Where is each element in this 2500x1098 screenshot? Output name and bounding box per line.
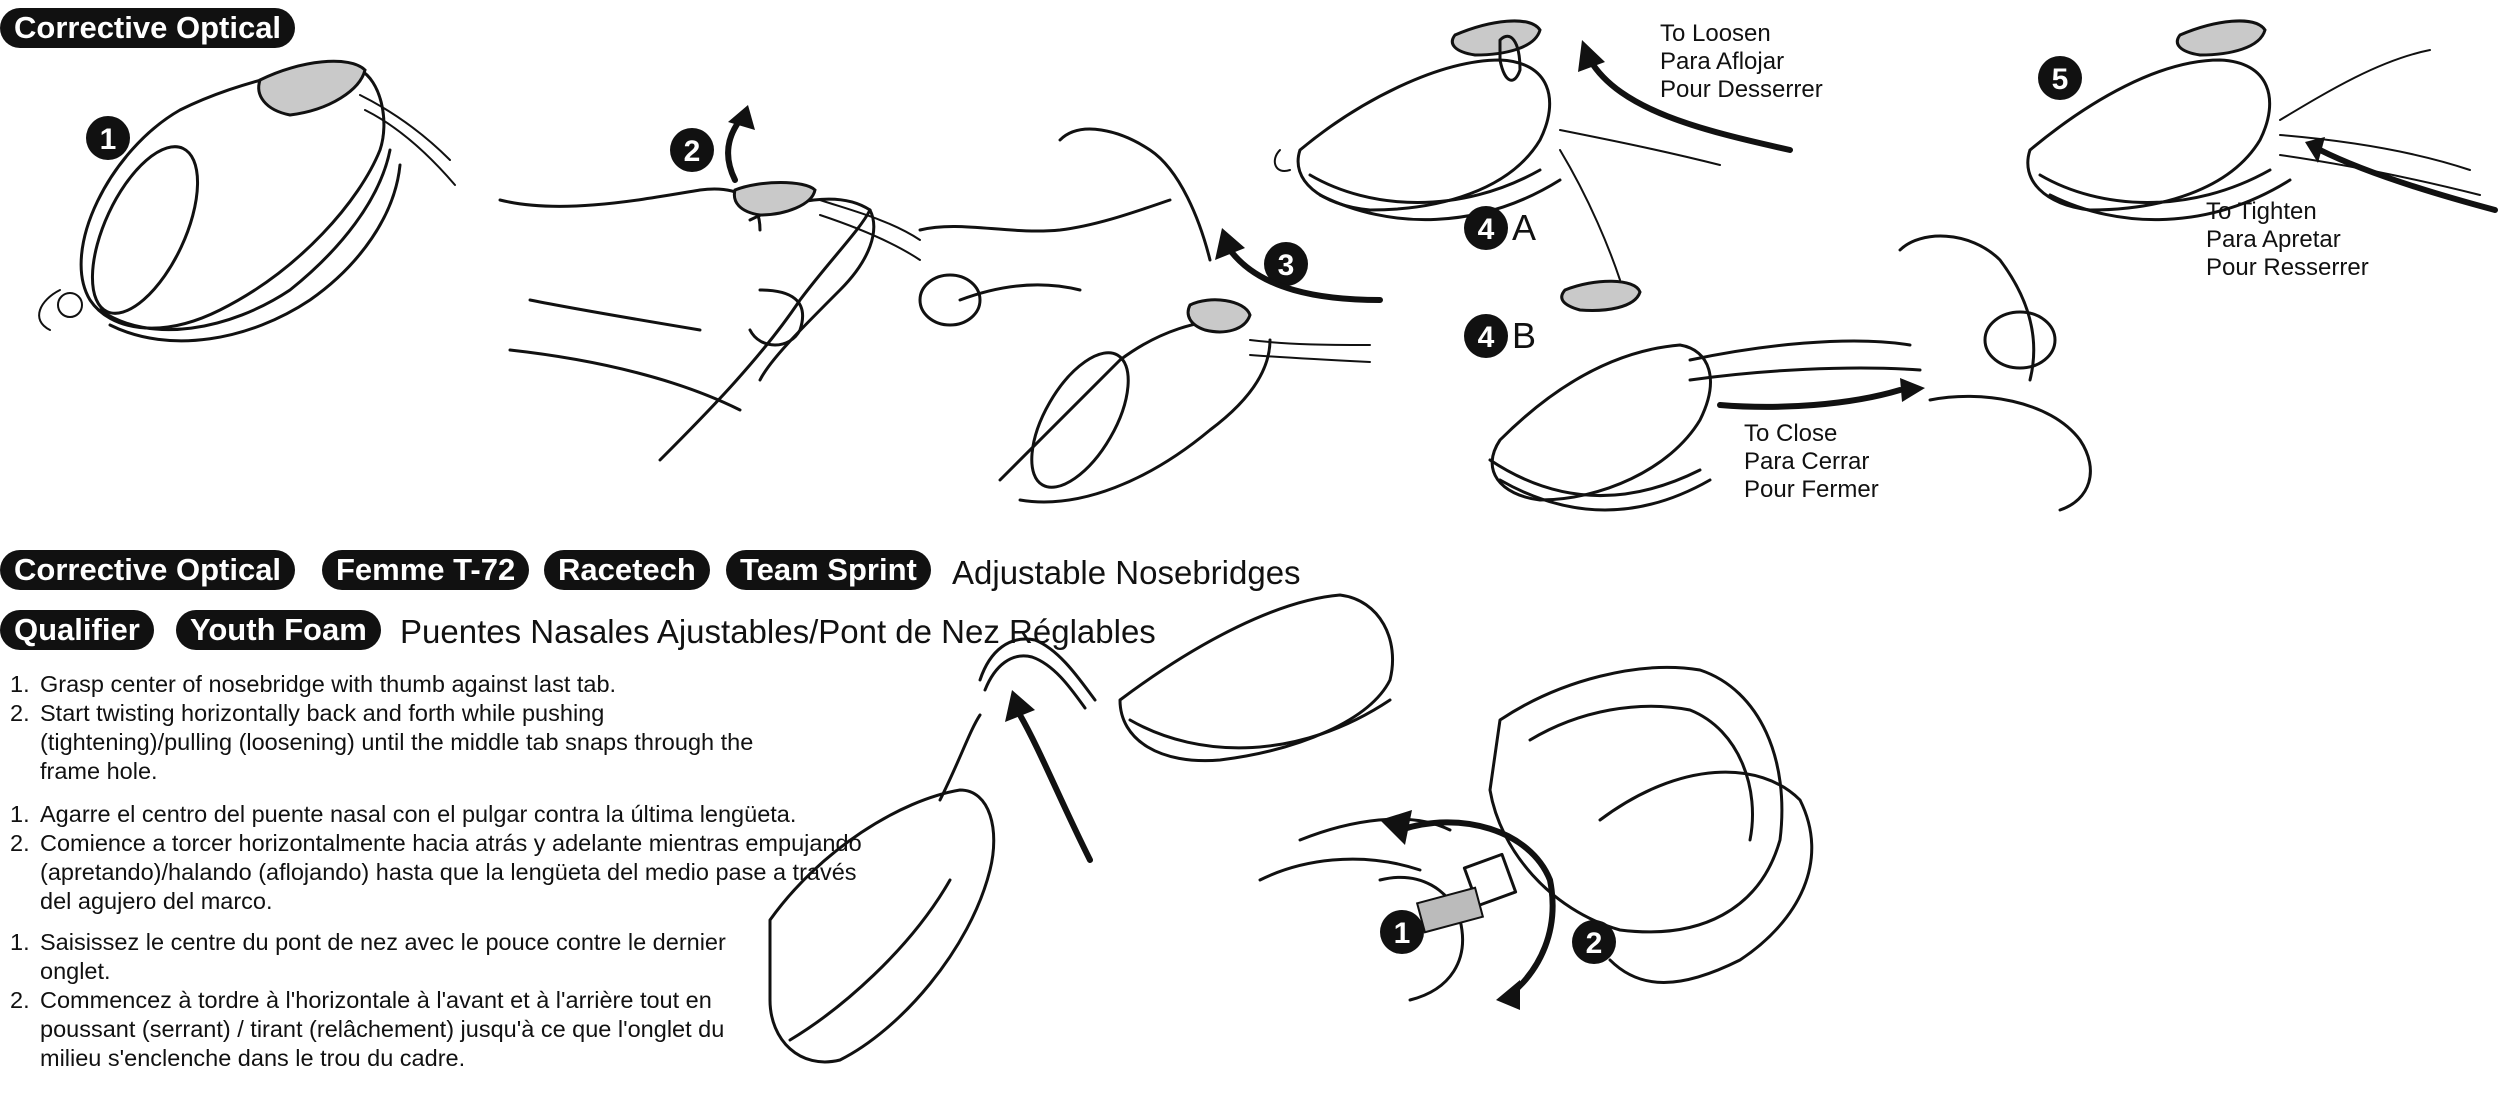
svg-text:4: 4 xyxy=(1478,321,1495,354)
step4a-loosen-arrow xyxy=(1578,40,1793,153)
svg-text:3: 3 xyxy=(1278,249,1295,282)
heading-spanish-french: Puentes Nasales Ajustables/Pont de Nez R… xyxy=(400,613,1156,650)
tag-femme-t72: Femme T-72 xyxy=(322,550,530,590)
close-label: To Close Para Cerrar Pour Fermer xyxy=(1744,420,1879,503)
nosebridge-goggle-illustration xyxy=(768,593,1814,1064)
svg-text:B: B xyxy=(1512,315,1536,356)
step3-badge: 3 xyxy=(1215,228,1383,303)
french-step-2: 2.Commencez à tordre à l'horizontale à l… xyxy=(10,987,725,1071)
step3-hands-illustration xyxy=(918,127,1371,504)
svg-text:1: 1 xyxy=(1394,917,1411,950)
step2-badge: 2 xyxy=(670,105,755,183)
tag-youth-foam: Youth Foam xyxy=(176,610,381,650)
tag-qualifier: Qualifier xyxy=(0,610,154,650)
step2-hands-illustration xyxy=(498,181,921,462)
spanish-instructions: 1.Agarre el centro del puente nasal con … xyxy=(0,800,870,916)
spanish-step-2: 2.Comience a torcer horizontalmente haci… xyxy=(10,830,862,914)
step4a-badge: 4 A xyxy=(1464,206,1536,250)
step4b-goggle-illustration xyxy=(1488,234,2092,512)
svg-text:2: 2 xyxy=(684,135,701,168)
step5-goggle-illustration xyxy=(2026,19,2481,222)
svg-text:A: A xyxy=(1512,207,1536,248)
step1-badge: 1 xyxy=(86,116,130,160)
french-instructions: 1.Saisissez le centre du pont de nez ave… xyxy=(0,928,770,1073)
tag-team-sprint: Team Sprint xyxy=(726,550,931,590)
step5-badge: 5 xyxy=(2038,56,2082,100)
tag-racetech: Racetech xyxy=(544,550,710,590)
english-step-1: 1.Grasp center of nosebridge with thumb … xyxy=(10,671,617,697)
nosebridge-badge-2: 2 xyxy=(1572,920,1616,964)
svg-text:1: 1 xyxy=(100,123,117,156)
french-step-1: 1.Saisissez le centre du pont de nez ave… xyxy=(10,929,726,984)
step4a-goggle-illustration xyxy=(1273,19,1721,281)
spanish-step-1: 1.Agarre el centro del puente nasal con … xyxy=(10,801,797,827)
step1-goggle-illustration xyxy=(38,59,456,343)
svg-text:4: 4 xyxy=(1478,213,1495,246)
step4b-close-arrow xyxy=(1717,378,1925,410)
nosebridge-twist-arrow xyxy=(1380,810,1556,1010)
tag-corrective-optical: Corrective Optical xyxy=(0,550,296,590)
tighten-label: To Tighten Para Apretar Pour Resserrer xyxy=(2206,198,2369,281)
english-instructions: 1.Grasp center of nosebridge with thumb … xyxy=(0,670,760,786)
step5-tighten-arrow xyxy=(2305,137,2498,213)
top-tag-corrective-optical: Corrective Optical xyxy=(0,8,296,48)
svg-text:5: 5 xyxy=(2052,63,2069,96)
nosebridge-badge-1: 1 xyxy=(1380,910,1424,954)
loosen-label: To Loosen Para Aflojar Pour Desserrer xyxy=(1660,20,1823,103)
english-step-2: 2.Start twisting horizontally back and f… xyxy=(10,700,754,784)
step4b-badge: 4 B xyxy=(1464,314,1536,358)
svg-text:2: 2 xyxy=(1586,927,1603,960)
nosebridge-push-arrow xyxy=(1005,690,1093,863)
heading-english: Adjustable Nosebridges xyxy=(952,554,1301,591)
